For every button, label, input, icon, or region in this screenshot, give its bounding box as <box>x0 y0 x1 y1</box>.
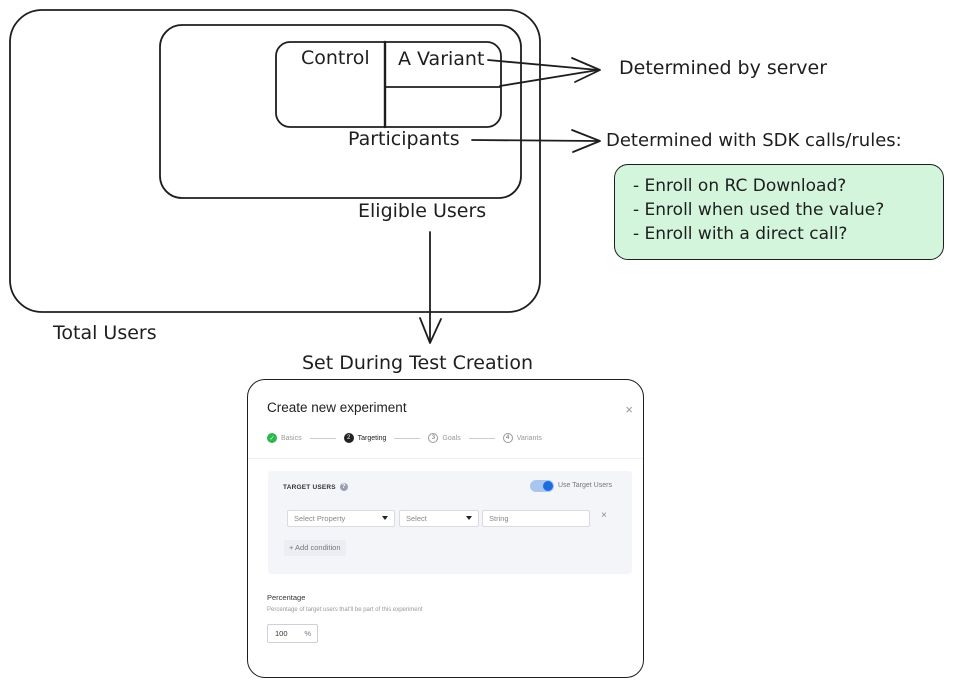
percentage-label: Percentage <box>267 593 306 602</box>
operator-dropdown[interactable]: Select <box>399 510 479 527</box>
arrow-sdk-head <box>571 129 601 153</box>
create-experiment-modal: Create new experiment × ✓ Basics 2 Targe… <box>247 379 644 678</box>
enroll-options-box: - Enroll on RC Download? - Enroll when u… <box>614 164 944 260</box>
control-label: Control <box>301 47 370 69</box>
percentage-description: Percentage of target users that'll be pa… <box>267 607 423 613</box>
arrow-server-2 <box>499 69 599 87</box>
check-icon: ✓ <box>267 433 277 443</box>
caret-down-icon <box>382 516 388 520</box>
step-label: Basics <box>281 434 302 442</box>
determined-with-sdk-label: Determined with SDK calls/rules: <box>606 130 902 151</box>
operator-text: Select <box>406 514 427 523</box>
a-variant-label: A Variant <box>398 48 485 70</box>
participants-label: Participants <box>348 128 460 150</box>
close-icon[interactable]: × <box>625 402 633 417</box>
use-target-users-toggle[interactable] <box>530 480 554 492</box>
step-separator <box>468 437 495 439</box>
stepper: ✓ Basics 2 Targeting 3 Goals 4 Variants <box>267 431 542 445</box>
add-condition-button[interactable]: + Add condition <box>284 540 346 556</box>
step-number: 2 <box>343 433 354 443</box>
step-variants[interactable]: 4 Variants <box>502 433 542 443</box>
value-type-field[interactable]: String <box>482 510 590 527</box>
percentage-input[interactable]: 100 % <box>267 624 318 643</box>
step-targeting[interactable]: 2 Targeting <box>343 433 387 443</box>
arrow-down-head <box>419 317 442 344</box>
target-users-heading: TARGET USERS ? <box>283 483 348 491</box>
step-label: Goals <box>442 434 461 442</box>
caret-down-icon <box>466 516 472 520</box>
step-number: 3 <box>428 433 439 443</box>
variants-box <box>275 41 502 128</box>
enroll-option: - Enroll with a direct call? <box>633 224 848 244</box>
enroll-option: - Enroll on RC Download? <box>633 176 847 196</box>
determined-by-server-label: Determined by server <box>619 57 828 79</box>
select-property-dropdown[interactable]: Select Property <box>287 510 395 527</box>
remove-condition-icon[interactable]: × <box>601 510 607 521</box>
step-basics[interactable]: ✓ Basics <box>267 433 302 443</box>
step-goals[interactable]: 3 Goals <box>428 433 461 443</box>
step-label: Targeting <box>357 434 387 442</box>
arrow-server-head <box>571 57 601 83</box>
help-icon[interactable]: ? <box>339 483 348 491</box>
eligible-users-label: Eligible Users <box>358 200 487 222</box>
value-type-text: String <box>489 514 509 523</box>
percentage-value: 100 <box>275 629 288 638</box>
select-property-text: Select Property <box>294 514 346 523</box>
total-users-label: Total Users <box>53 322 157 344</box>
use-target-users-label: Use Target Users <box>558 482 612 489</box>
modal-title: Create new experiment <box>267 400 407 415</box>
percentage-unit: % <box>304 629 311 638</box>
target-users-panel: TARGET USERS ? Use Target Users Select P… <box>268 471 632 574</box>
total-users-box <box>9 9 541 313</box>
arrow-server-1 <box>487 59 599 71</box>
arrow-sdk <box>471 139 599 142</box>
eligible-users-box <box>159 24 522 199</box>
enroll-option: - Enroll when used the value? <box>633 200 885 220</box>
step-label: Variants <box>516 434 542 442</box>
set-during-test-creation-label: Set During Test Creation <box>302 352 533 374</box>
modal-divider <box>248 458 643 459</box>
step-separator <box>309 437 336 439</box>
step-number: 4 <box>502 433 513 443</box>
step-separator <box>394 437 421 439</box>
toggle-knob <box>543 481 553 491</box>
target-users-label: TARGET USERS <box>283 483 336 491</box>
